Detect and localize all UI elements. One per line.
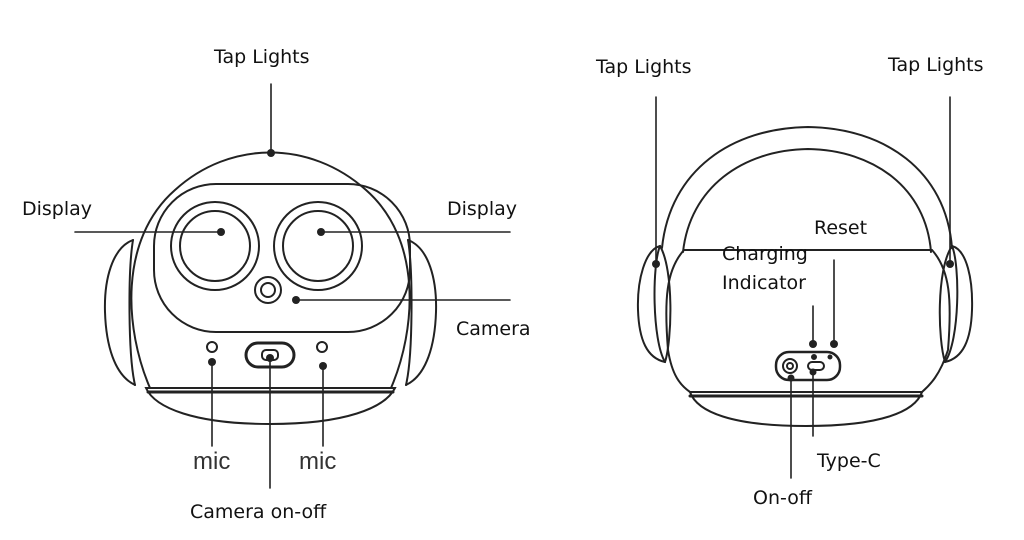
back-port-panel [774,350,842,382]
label-front-mic-left: mic [193,448,231,475]
label-front-tap-lights: Tap Lights [214,46,310,68]
back-headband-inner [682,147,932,253]
label-back-reset: Reset [814,217,868,239]
label-front-camera: Camera [456,318,531,340]
front-face-plate [153,183,411,333]
label-back-type-c: Type-C [817,450,881,472]
back-robot-illustration [636,125,974,428]
back-leader-lines [655,96,951,479]
front-right-eye-outer [273,201,363,291]
front-mic-right-hole [316,341,328,353]
front-left-eye-inner [179,210,251,282]
front-mic-left-hole [206,341,218,353]
label-back-charging-line1: Charging [722,243,808,265]
label-front-camera-onoff: Camera on-off [190,501,327,523]
label-back-tap-lights-left: Tap Lights [596,56,692,78]
back-right-ear [938,244,974,364]
back-type-c-port [807,361,825,371]
front-camera-lens-inner [260,282,276,298]
back-left-ear [636,244,672,364]
label-back-charging-line2: Indicator [722,272,806,294]
label-front-display-left: Display [22,198,93,220]
front-left-ear [103,239,136,386]
label-back-tap-lights-right: Tap Lights [888,54,984,76]
back-power-button [782,358,798,374]
front-leader-dots [208,149,327,370]
front-head [130,151,411,389]
front-right-eye-inner [282,210,354,282]
back-body [665,249,951,393]
back-leader-dots [652,260,954,382]
label-front-mic-right: mic [299,448,337,475]
back-base [688,391,924,428]
back-reset-hole [827,354,833,360]
front-left-eye-outer [170,201,260,291]
front-leader-lines [74,83,511,489]
front-camera-lens-outer [254,276,282,304]
back-headband-outer [661,125,953,249]
back-charging-indicator-led [811,354,817,360]
label-back-on-off: On-off [753,487,812,509]
front-right-ear [405,239,438,386]
label-front-display-right: Display [447,198,518,220]
